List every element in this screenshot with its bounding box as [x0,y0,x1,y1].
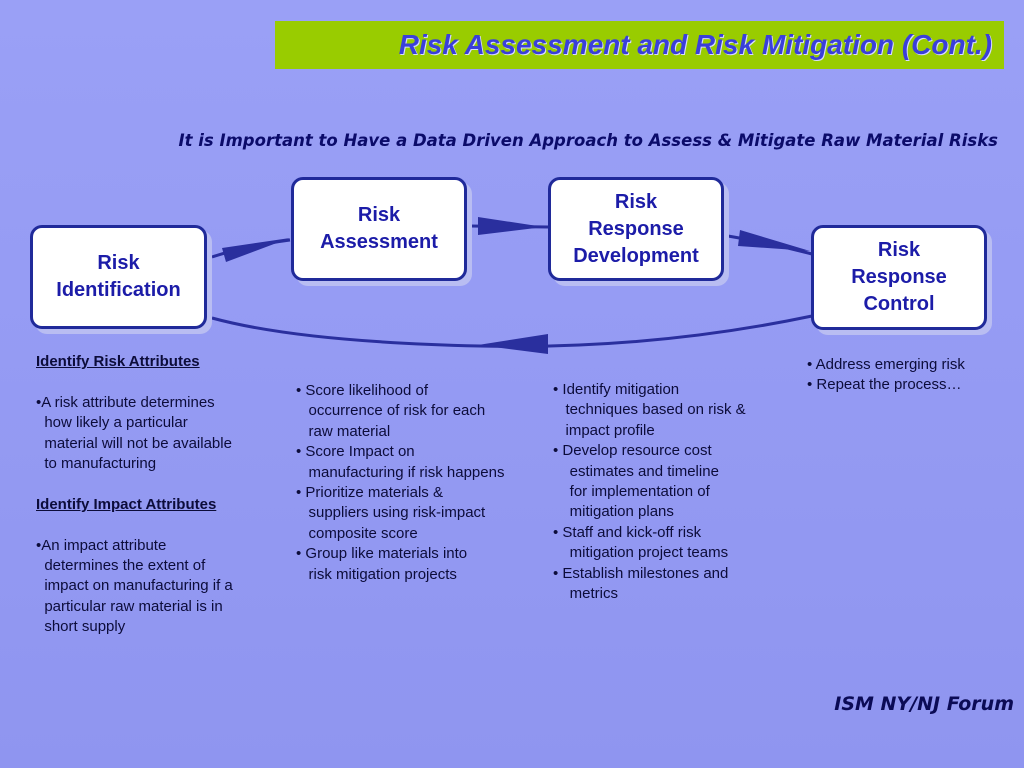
col3-line: mitigation project teams [553,544,729,562]
col4-line: • Address emerging risk [807,356,965,373]
col2-line: • Group like materials into [296,545,468,563]
col1-line: impact on manufacturing if a [36,577,233,595]
box-risk-response-development: Risk Response Development [548,177,724,281]
slide-title: Risk Assessment and Risk Mitigation (Con… [398,29,992,60]
arrowhead-assessment [222,238,290,262]
col1-gap [36,515,233,535]
col3-line: • Develop resource cost [553,442,712,460]
col1-line: particular raw material is in [36,597,223,615]
col1-line: how likely a particular [36,414,188,432]
col3-line: • Identify mitigation [553,381,680,398]
col1-gap [36,372,233,392]
col1-line: material will not be available [36,434,232,452]
col1-line: to manufacturing [36,455,157,473]
col3-line: • Staff and kick-off risk [553,523,702,541]
box-risk-response-control-label: Risk Response Control [851,239,947,315]
column-risk-response-development: • Identify mitigation techniques based o… [553,380,746,604]
col3-line: • Establish milestones and [553,564,729,582]
box-risk-identification: Risk Identification [30,225,207,329]
arrowhead-development [478,217,544,235]
col2-line: manufacturing if risk happens [296,463,505,481]
col3-line: techniques based on risk & [553,401,746,419]
col2-line: • Score likelihood of [296,382,428,399]
col2-line: • Prioritize materials & [296,484,443,502]
column-risk-response-control: • Address emerging risk • Repeat the pro… [807,355,965,396]
column-risk-assessment: • Score likelihood of occurrence of risk… [296,381,504,585]
arrow-control-to-identification [211,314,813,348]
col3-line: for implementation of [553,483,710,501]
col3-line: metrics [553,585,619,603]
col3-line: estimates and timeline [553,462,719,480]
arrowhead-control [738,230,810,251]
col1-line: Identify Impact Attributes [36,495,217,513]
col3-line: mitigation plans [553,503,674,521]
box-risk-assessment-label: Risk Assessment [320,204,438,253]
col4-line: • Repeat the process… [807,376,962,394]
col1-line: short supply [36,618,126,636]
title-bar: Risk Assessment and Risk Mitigation (Con… [275,21,1004,69]
col2-line: occurrence of risk for each [296,402,486,420]
col1-line: •An impact attribute [36,536,167,554]
arrowhead-feedback [478,334,548,354]
column-risk-identification: Identify Risk Attributes •A risk attribu… [36,352,233,638]
col1-line: Identify Risk Attributes [36,353,200,370]
col2-line: composite score [296,524,418,542]
box-risk-response-control: Risk Response Control [811,225,987,330]
col1-line: determines the extent of [36,557,206,575]
box-risk-identification-label: Risk Identification [56,252,181,301]
col1-line: •A risk attribute determines [36,393,215,411]
col2-line: suppliers using risk-impact [296,504,486,522]
footer-forum-name: ISM NY/NJ Forum [834,693,1014,715]
col2-line: risk mitigation projects [296,565,457,583]
slide-subtitle: It is Important to Have a Data Driven Ap… [178,131,998,150]
box-risk-assessment: Risk Assessment [291,177,467,281]
col1-gap [36,474,233,494]
col3-line: impact profile [553,421,655,439]
box-risk-response-development-label: Risk Response Development [573,190,699,267]
col2-line: • Score Impact on [296,443,415,461]
col2-line: raw material [296,422,391,440]
